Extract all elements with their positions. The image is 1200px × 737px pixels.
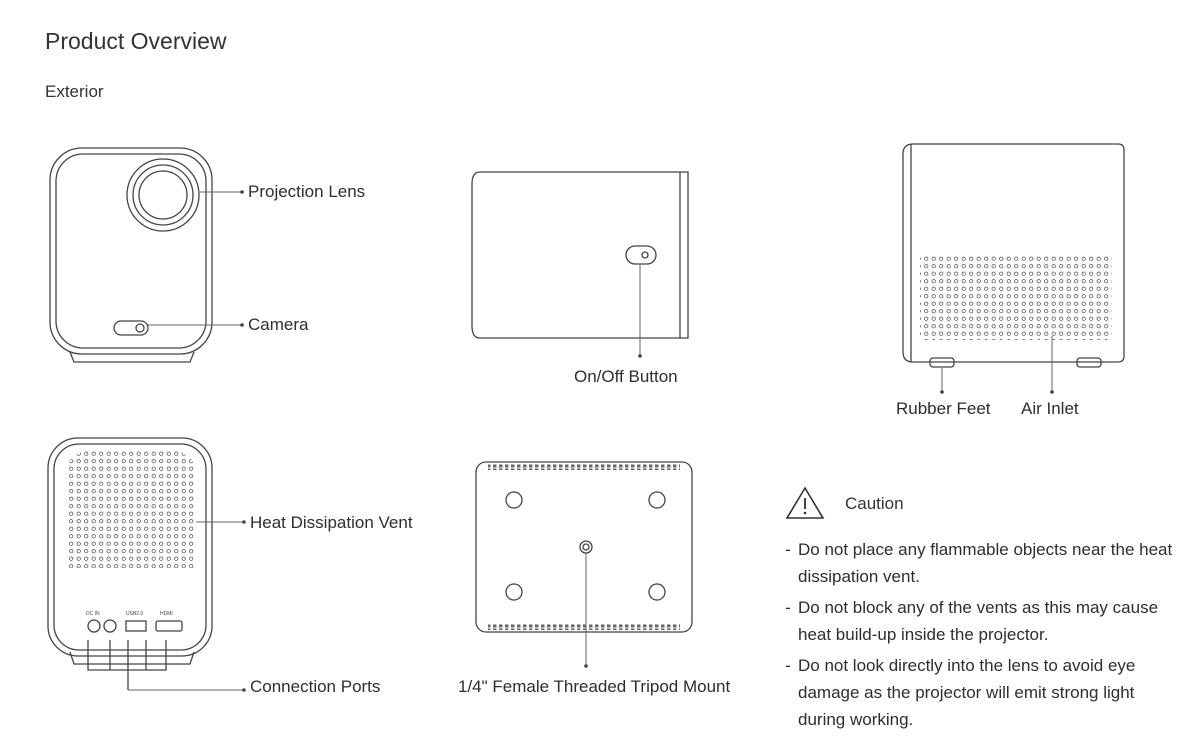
port-label-usb: USB2.0	[126, 611, 143, 617]
label-tripod-mount: 1/4" Female Threaded Tripod Mount	[458, 677, 731, 696]
dc-in-port-icon	[87, 619, 101, 633]
section-title: Exterior	[45, 82, 104, 101]
hdmi-port-icon	[155, 620, 183, 632]
front-view	[49, 147, 213, 363]
projection-lens-icon	[126, 158, 200, 232]
headphone-port-icon	[103, 619, 117, 633]
label-connection-ports: Connection Ports	[250, 677, 381, 696]
caution-list: Do not place any flammable objects near …	[785, 536, 1185, 737]
page-title: Product Overview	[45, 28, 227, 54]
tripod-mount-icon	[579, 540, 593, 554]
back-view	[47, 437, 213, 690]
air-inlet-view	[902, 143, 1125, 368]
camera-icon	[113, 320, 149, 336]
side-view	[471, 171, 689, 339]
caution-item: Do not look directly into the lens to av…	[785, 652, 1185, 733]
label-heat-vent: Heat Dissipation Vent	[250, 513, 413, 532]
label-air-inlet: Air Inlet	[1021, 399, 1079, 418]
label-on-off-button: On/Off Button	[574, 367, 678, 386]
rubber-foot-icon	[929, 357, 955, 368]
port-label-hdmi: HDMI	[160, 611, 173, 617]
label-rubber-feet: Rubber Feet	[896, 399, 991, 418]
caution-item: Do not block any of the vents as this ma…	[785, 594, 1185, 648]
caution-item: Do not place any flammable objects near …	[785, 536, 1185, 590]
bottom-view	[475, 461, 693, 633]
power-button-icon	[625, 245, 657, 265]
caution-title: Caution	[845, 494, 904, 513]
warning-triangle-icon	[785, 486, 825, 519]
label-projection-lens: Projection Lens	[248, 182, 366, 201]
port-label-dc-in: DC IN	[86, 611, 100, 617]
label-camera: Camera	[248, 315, 309, 334]
usb-port-icon	[125, 620, 147, 632]
